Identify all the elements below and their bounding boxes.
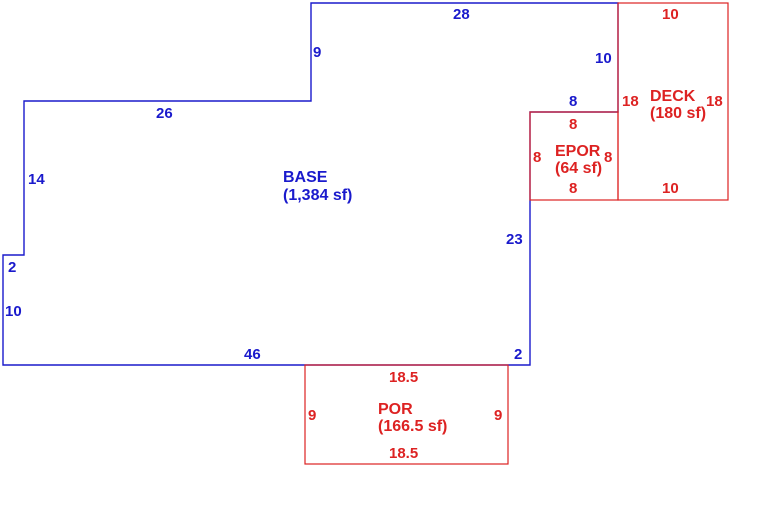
deck-dim-top: 10 — [662, 6, 679, 23]
epor-dim-top: 8 — [569, 116, 577, 133]
base-dim-left-upper: 14 — [28, 171, 45, 188]
por-area-name: POR — [378, 401, 413, 418]
por-area-size: (166.5 sf) — [378, 418, 447, 435]
base-dim-top: 28 — [453, 6, 470, 23]
por-dim-right: 9 — [494, 407, 502, 424]
por-dim-top: 18.5 — [389, 369, 418, 386]
base-dim-upper-left-width: 26 — [156, 105, 173, 122]
base-dim-left-lower: 10 — [5, 303, 22, 320]
base-area-size: (1,384 sf) — [283, 187, 352, 204]
base-dim-bottom: 46 — [244, 346, 261, 363]
deck-area-size: (180 sf) — [650, 105, 706, 122]
deck-dim-bottom: 10 — [662, 180, 679, 197]
epor-dim-bottom: 8 — [569, 180, 577, 197]
por-outline — [304, 364, 509, 465]
base-dim-left-notch: 2 — [8, 259, 16, 276]
deck-dim-left: 18 — [622, 93, 639, 110]
por-dim-left: 9 — [308, 407, 316, 424]
epor-dim-right: 8 — [604, 149, 612, 166]
base-dim-bottom-right-step: 2 — [514, 346, 522, 363]
base-dim-step-vertical: 9 — [313, 44, 321, 61]
epor-area-size: (64 sf) — [555, 160, 602, 177]
base-dim-notch-top: 8 — [569, 93, 577, 110]
por-dim-bottom: 18.5 — [389, 445, 418, 462]
deck-outline — [617, 2, 729, 201]
epor-area-name: EPOR — [555, 143, 601, 160]
base-area-name: BASE — [283, 169, 328, 186]
base-dim-right-lower: 23 — [506, 231, 523, 248]
deck-area-name: DECK — [650, 88, 696, 105]
epor-dim-left: 8 — [533, 149, 541, 166]
base-dim-right-upper: 10 — [595, 50, 612, 67]
deck-dim-right: 18 — [706, 93, 723, 110]
